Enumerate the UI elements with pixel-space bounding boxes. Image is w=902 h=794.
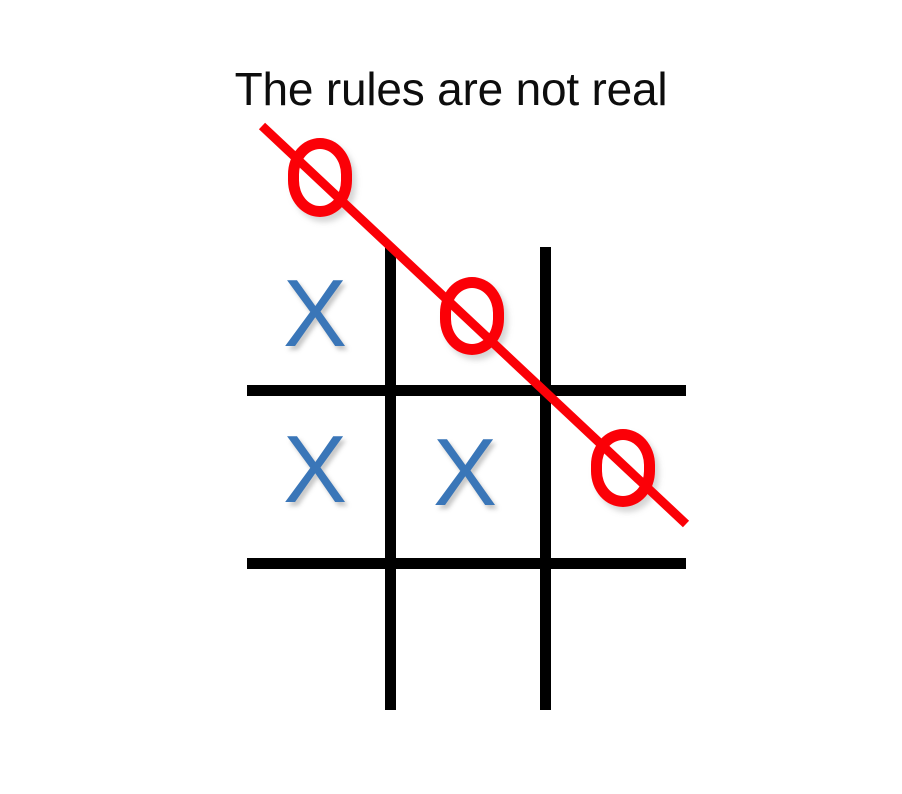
page-title: The rules are not real [234,63,668,115]
mark-x-row2-col1: X [282,416,348,523]
grid-line-horizontal-top [247,385,686,396]
mark-x-row2-col2: X [432,419,498,526]
mark-x-row1-col1: X [282,260,348,367]
mark-o-outside-board-top [288,138,352,217]
grid-line-vertical-left [385,247,396,710]
mark-o-row1-col2 [440,277,504,355]
grid-line-horizontal-bottom [247,558,686,569]
mark-o-row2-col3 [591,429,655,507]
grid-line-vertical-right [540,247,551,710]
